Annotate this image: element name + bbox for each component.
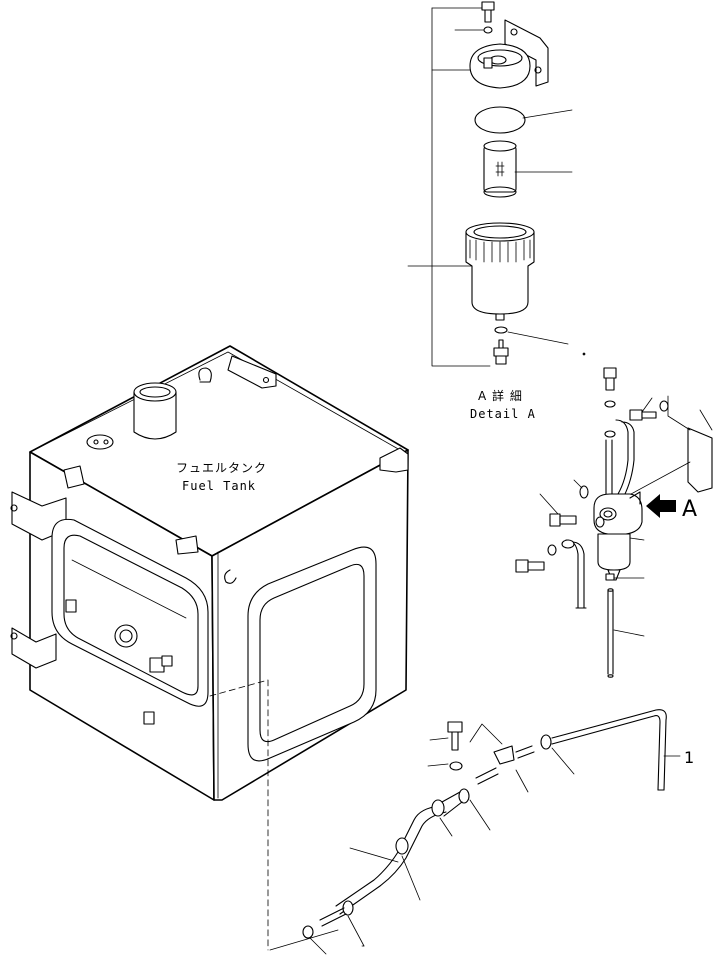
fuel-tank: フュエルタンク Fuel Tank — [10, 345, 409, 951]
o-ring — [474, 106, 526, 134]
mount-plate — [687, 427, 713, 493]
lifting-hook — [198, 367, 212, 383]
tank-label-en: Fuel Tank — [182, 479, 256, 493]
detail-a-label-en: Detail A — [470, 407, 536, 421]
clamp-bolt — [447, 721, 463, 751]
filter-head — [469, 19, 549, 89]
fuel-hose — [335, 805, 441, 907]
top-bolt — [603, 367, 617, 391]
clamp-washer — [449, 761, 463, 771]
detail-a-exploded-view: A 詳 細 Detail A — [407, 1, 586, 421]
drain-plug — [493, 339, 509, 365]
side-bolt — [549, 485, 605, 528]
top-cap — [86, 434, 114, 450]
filter-assembly-installed: A — [515, 367, 713, 678]
side-inspection-panel — [247, 546, 377, 762]
hose-connector — [475, 745, 535, 785]
tank-label-jp: フュエルタンク — [176, 461, 267, 475]
filter-head-bolt — [481, 1, 495, 23]
lower-bolt — [515, 544, 557, 573]
fuel-tube — [551, 709, 667, 791]
front-inspection-panel — [51, 518, 209, 707]
filler-neck — [133, 382, 177, 440]
drain-o-ring — [494, 326, 508, 334]
mount-bracket-left-bottom — [11, 627, 57, 669]
detail-a-arrow — [646, 494, 676, 518]
drain-tube — [607, 589, 614, 675]
washer — [483, 26, 493, 34]
mount-bracket-right — [379, 447, 409, 473]
bracket-bolt — [629, 400, 669, 421]
installed-filter-bowl — [597, 533, 631, 581]
installed-filter-head — [593, 491, 643, 535]
callout-fuel-line: 1 — [684, 748, 694, 767]
filter-element — [483, 140, 517, 198]
fuel-line-assembly: 1 — [269, 709, 694, 955]
detail-a-label-jp: A 詳 細 — [478, 388, 523, 403]
detail-a-marker: A — [682, 497, 697, 522]
filter-bowl — [465, 222, 535, 321]
